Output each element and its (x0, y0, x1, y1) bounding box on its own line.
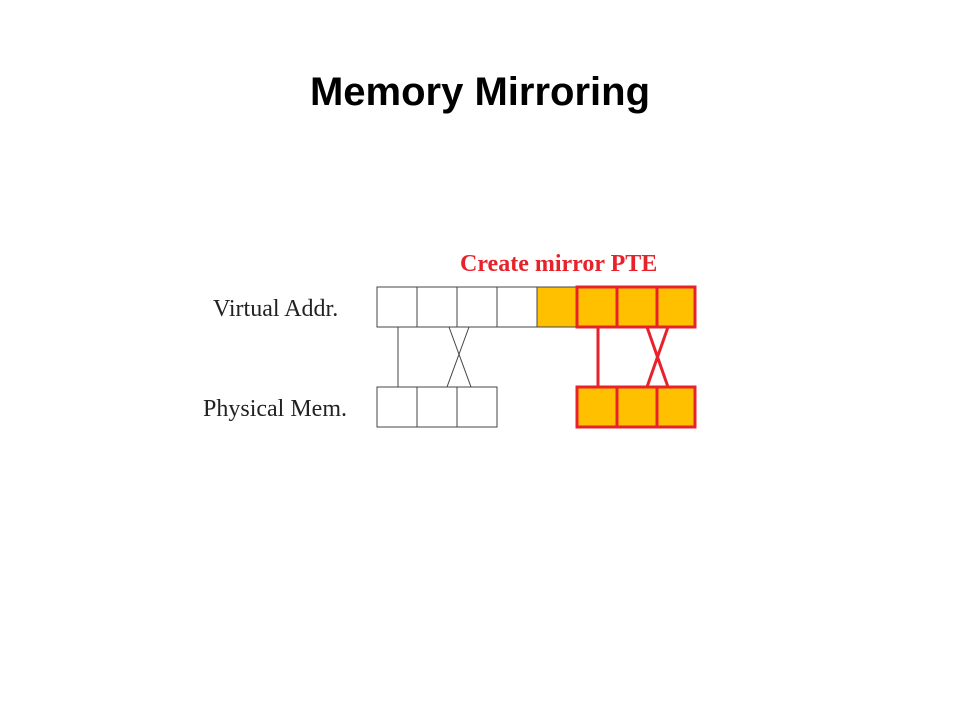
virtual-mirror-cell (655, 285, 697, 329)
physical-mirror-cell (615, 385, 659, 429)
virtual-addr-label: Virtual Addr. (213, 296, 338, 322)
physical-mirror-cell (575, 385, 619, 429)
mapping-line-cross (448, 326, 472, 388)
virtual-mirror-cell (615, 285, 659, 329)
mirror-annotation: Create mirror PTE (460, 251, 657, 277)
physical-page-cell (456, 386, 498, 428)
virtual-page-cell (416, 286, 458, 328)
slide-title: Memory Mirroring (309, 70, 651, 114)
virtual-page-cell-highlighted (536, 286, 578, 328)
virtual-page-cell (456, 286, 498, 328)
mirror-mapping-line-cross (645, 326, 670, 388)
physical-mem-label: Physical Mem. (203, 396, 347, 422)
virtual-page-cell (496, 286, 538, 328)
mapping-line-cross (446, 326, 470, 388)
physical-page-cell (376, 386, 418, 428)
physical-page-cell (416, 386, 458, 428)
virtual-mirror-cell (575, 285, 619, 329)
physical-mirror-cell (655, 385, 697, 429)
virtual-page-cell (376, 286, 418, 328)
